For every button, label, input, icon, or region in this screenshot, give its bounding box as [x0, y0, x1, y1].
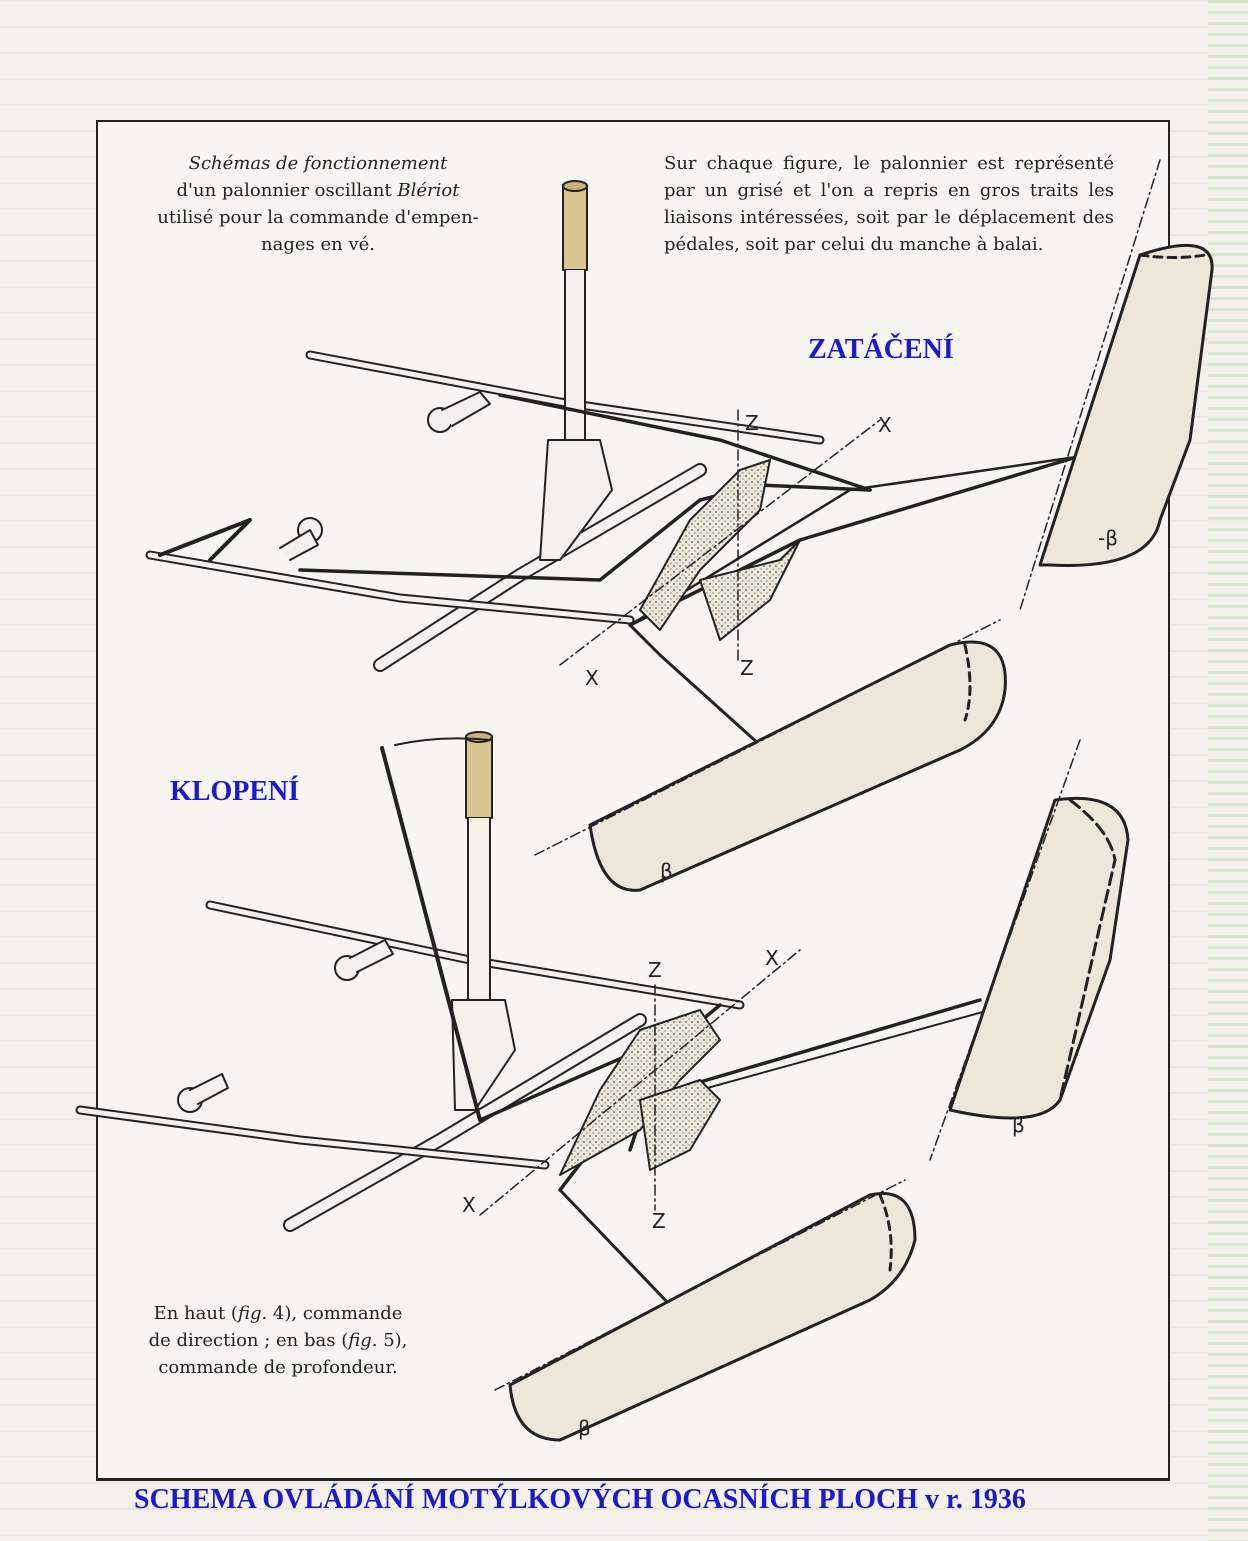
caption-bottom-fig4: fig. — [237, 1303, 268, 1324]
label-klopeni: KLOPENÍ — [170, 776, 300, 807]
caption-line-3: utilisé pour la commande d'empen- — [157, 207, 479, 228]
scan-edge-strip — [1208, 0, 1248, 1541]
caption-line-4: nages en vé. — [261, 234, 375, 255]
beta-label-fig4-lower: β — [660, 859, 673, 883]
figure-5-depth — [75, 731, 1130, 1442]
label-zataceni: ZATÁČENÍ — [808, 334, 954, 365]
axis-x-bottom-fig5: X — [462, 1193, 476, 1217]
axis-z-top-fig5: Z — [648, 958, 662, 982]
axis-x-top-fig5: X — [765, 946, 779, 970]
caption-top-left: Schémas de fonctionnement d'un palonnier… — [138, 150, 498, 258]
axis-z-top-fig4: Z — [745, 411, 759, 435]
caption-bottom-left: En haut (fig. 4), commande de direction … — [140, 1300, 416, 1381]
axis-z-bottom-fig4: Z — [740, 656, 754, 680]
beta-label-fig4-upper: -β — [1098, 526, 1118, 550]
beta-label-fig5-upper: β — [1012, 1113, 1025, 1137]
caption-top-right: Sur chaque figure, le palonnier est repr… — [664, 153, 1114, 255]
axis-x-bottom-fig4: X — [585, 666, 599, 690]
axis-x-top-fig4: X — [878, 413, 892, 437]
axis-z-bottom-fig5: Z — [652, 1209, 666, 1233]
caption-bottom-part-2: 4), commande de direction ; en bas ( — [148, 1303, 403, 1351]
caption-bottom-part-1: En haut ( — [153, 1303, 238, 1324]
caption-bottom-fig5: fig. — [348, 1330, 378, 1351]
beta-label-fig5-lower: β — [578, 1416, 591, 1440]
figure-frame — [96, 120, 1170, 1481]
caption-line-2-italic: Blériot — [397, 180, 460, 201]
caption-line-2: d'un palonnier oscillant — [176, 180, 392, 201]
caption-bottom-part-3: 5), commande de profondeur. — [158, 1330, 408, 1378]
page-title: SCHEMA OVLÁDÁNÍ MOTÝLKOVÝCH OCASNÍCH PLO… — [134, 1484, 1026, 1515]
caption-line-1: Schémas de fonctionnement — [188, 153, 448, 174]
figure-4-direction — [145, 159, 1214, 892]
